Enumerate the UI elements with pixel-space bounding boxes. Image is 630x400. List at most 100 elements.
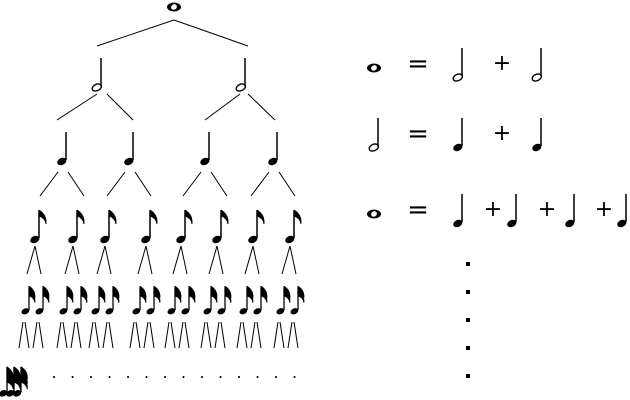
equation-rhs-note-2 (532, 118, 542, 152)
equals-sign: = (407, 119, 429, 149)
equals-sign: = (407, 195, 429, 225)
continuation-dot: . (125, 363, 130, 382)
tree-sixteenth-note-7 (132, 285, 147, 315)
continuation-dot: . (199, 363, 204, 382)
branch-line (244, 245, 254, 275)
equation-lhs-note (368, 118, 380, 152)
branch-line (64, 245, 74, 275)
continuation-dot (466, 318, 470, 322)
branch-line (96, 245, 106, 275)
tree-whole-note (167, 2, 181, 12)
branch-line (94, 321, 100, 349)
tree-sixteenth-note-11 (203, 285, 218, 315)
continuation-dots: .............. (51, 262, 470, 382)
tree-thirty-second-note-1 (0, 366, 14, 397)
tree-sixteenth-note-13 (239, 285, 254, 315)
equals-sign: = (407, 49, 429, 79)
branch-line (108, 321, 114, 349)
tree-eighth-note-5 (176, 209, 193, 244)
branch-line (281, 245, 291, 275)
branch-line (252, 245, 260, 275)
continuation-dot: . (255, 363, 260, 382)
equation-rhs-note-4 (617, 194, 627, 228)
branch-line (216, 245, 224, 275)
continuation-dot: . (70, 363, 75, 382)
continuation-dot (466, 374, 470, 378)
note-tree (0, 2, 305, 397)
branch-line (250, 171, 270, 197)
branch-line (104, 245, 112, 275)
branch-line (206, 321, 212, 349)
tree-sixteenth-note-6 (105, 285, 120, 315)
branch-line (88, 321, 94, 349)
branch-line (278, 171, 296, 197)
tree-sixteenth-note-1 (21, 285, 36, 315)
branch-line (236, 321, 242, 349)
branch-line (76, 321, 82, 349)
branch-line (273, 321, 279, 349)
branch-line (293, 321, 299, 349)
branch-line (182, 171, 202, 197)
branch-line (180, 245, 188, 275)
plus-sign: + (538, 197, 556, 222)
branch-line (289, 245, 297, 275)
branch-line (106, 93, 134, 121)
tree-thirty-second-note-3 (13, 366, 28, 397)
branch-line (56, 321, 62, 349)
note-equations: =+=+=+++ (367, 48, 627, 228)
tree-sixteenth-note-9 (167, 285, 182, 315)
continuation-dot: . (51, 363, 56, 382)
equation-rhs-note-2 (531, 48, 543, 82)
branch-line (164, 321, 170, 349)
branch-line (149, 321, 155, 349)
tree-half-note-2 (235, 58, 247, 92)
branch-line (134, 171, 152, 197)
equation-lhs-note (367, 209, 381, 219)
branch-line (220, 321, 226, 349)
continuation-dot (466, 262, 470, 266)
branch-line (173, 19, 249, 47)
tree-half-note-1 (91, 58, 103, 92)
equation-row-3: =+++ (367, 194, 627, 228)
tree-sixteenth-note-15 (276, 285, 291, 315)
branch-line (38, 321, 44, 349)
equation-row-1: =+ (367, 48, 543, 82)
branch-line (26, 245, 36, 275)
branch-line (24, 321, 30, 349)
tree-eighth-note-3 (100, 209, 117, 244)
equation-rhs-note-3 (565, 194, 575, 228)
tree-eighth-note-6 (212, 209, 229, 244)
branch-line (210, 171, 228, 197)
continuation-dot: . (273, 363, 278, 382)
tree-sixteenth-note-8 (146, 285, 161, 315)
branch-line (178, 321, 184, 349)
tree-sixteenth-note-10 (181, 285, 196, 315)
branch-line (129, 321, 135, 349)
branch-line (279, 321, 285, 349)
tree-sixteenth-note-2 (35, 285, 50, 315)
branch-line (56, 93, 98, 121)
branch-line (145, 245, 153, 275)
branch-line (170, 321, 176, 349)
tree-sixteenth-note-12 (217, 285, 232, 315)
equation-rhs-note-1 (453, 118, 463, 152)
plus-sign: + (493, 51, 511, 76)
branch-line (200, 321, 206, 349)
tree-eighth-note-7 (248, 209, 265, 244)
branch-line (214, 321, 220, 349)
branch-line (208, 245, 218, 275)
branch-line (137, 245, 147, 275)
branch-line (18, 321, 24, 349)
equation-rhs-note-1 (452, 48, 464, 82)
continuation-dot: . (162, 363, 167, 382)
branch-line (256, 321, 262, 349)
branch-line (250, 321, 256, 349)
branch-line (242, 321, 248, 349)
tree-sixteenth-note-3 (59, 285, 74, 315)
equation-rhs-note-2 (507, 194, 517, 228)
tree-quarter-note-4 (268, 132, 278, 166)
branch-line (70, 321, 76, 349)
continuation-dot: . (218, 363, 223, 382)
plus-sign: + (484, 197, 502, 222)
